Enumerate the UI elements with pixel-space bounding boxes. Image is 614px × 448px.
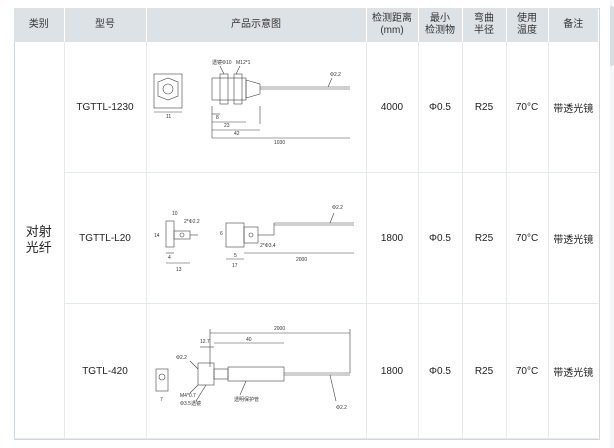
dim-d4: 13 [176, 267, 182, 273]
header-temp-l2: 温度 [517, 25, 537, 36]
model-cell: TGTTL-1230 [64, 42, 147, 173]
diagram-tgttl-1230: 11 透镜Φ10 M12*1 Φ2.2 8 23 42 1030 [153, 59, 350, 146]
bend-radius-cell: R25 [462, 303, 507, 439]
header-distance-l1: 检测距离 [372, 13, 412, 24]
bend-radius-cell: R25 [462, 172, 507, 304]
dim-hole2: 2*Φ3.4 [260, 243, 276, 249]
dim-len: 2000 [296, 257, 307, 263]
category-l2: 光纤 [25, 240, 52, 255]
bend-radius-cell: R25 [462, 42, 507, 173]
diagram-cell: 10 2*Φ2.2 14 4 13 6 5 17 2*Φ3.4 Φ2.2 200… [146, 172, 367, 304]
diagram-cell: 11 透镜Φ10 M12*1 Φ2.2 8 23 42 1030 [146, 42, 367, 173]
min-object-cell: Φ0.5 [418, 172, 463, 304]
dim-d2: 23 [224, 123, 230, 129]
dim-hole: 2*Φ2.2 [184, 219, 200, 225]
dim-d2: 14 [154, 233, 160, 239]
bracket-side [155, 368, 169, 392]
hex-side-view [153, 73, 183, 109]
sensor-head [243, 226, 259, 244]
dim-hex: 11 [166, 114, 171, 120]
header-bend-radius: 弯曲半径 [462, 8, 507, 42]
diagram-tgttl-l20: 10 2*Φ2.2 14 4 13 6 5 17 2*Φ3.4 Φ2.2 200… [154, 205, 354, 273]
table-row: TGTTL-L20 [14, 172, 598, 304]
table-row: 对射光纤 TGTTL-1230 [14, 42, 598, 439]
nut-flange-2 [233, 73, 243, 105]
header-diagram: 产品示意图 [146, 8, 367, 42]
dim-d2: 40 [246, 337, 252, 343]
dim-cable: Φ2.2 [330, 72, 341, 78]
dim-d1: 10 [172, 211, 178, 217]
sensor-body [197, 362, 215, 386]
header-remark: 备注 [548, 8, 598, 42]
dim-cable: Φ2.2 [332, 205, 343, 211]
scrollbar-thumb[interactable] [610, 6, 614, 66]
category-l1: 对射 [25, 224, 52, 239]
dim-sleeve: 透明保护管 [234, 396, 259, 403]
nut-body [211, 77, 247, 101]
dim-d3: 7 [160, 397, 163, 403]
remark-cell: 带透光镜 [548, 172, 598, 304]
remark-cell: 带透光镜 [548, 303, 598, 439]
table-row: TGTL-420 [14, 303, 598, 439]
dim-d7: 17 [232, 263, 238, 269]
sensor-tail [245, 79, 261, 99]
dim-d3: 42 [234, 131, 240, 137]
dim-d6: 5 [234, 253, 237, 259]
header-temp-l1: 使用 [517, 13, 537, 24]
temperature-cell: 70°C [506, 42, 549, 173]
bracket-arm [173, 230, 191, 240]
category-cell: 对射光纤 [14, 42, 65, 439]
dim-cable: Φ2.2 [336, 405, 347, 411]
diagram-cell: 2000 12.7 40 Φ2.2 M4*0.7 Φ3.5透镜 透明保护管 7 … [146, 303, 367, 439]
min-object-cell: Φ0.5 [418, 42, 463, 173]
min-object-cell: Φ0.5 [418, 303, 463, 439]
header-temperature: 使用温度 [506, 8, 549, 42]
header-min-object-l1: 最小 [430, 13, 450, 24]
header-row: 类别 型号 产品示意图 检测距离(mm) 最小检测物 弯曲半径 使用温度 备注 [14, 8, 598, 42]
diagram-tgtl-420: 2000 12.7 40 Φ2.2 M4*0.7 Φ3.5透镜 透明保护管 7 … [155, 326, 351, 411]
header-bend-l1: 弯曲 [474, 13, 494, 24]
sensor-block [225, 222, 245, 248]
temperature-cell: 70°C [506, 303, 549, 439]
bracket-side [165, 220, 175, 248]
dim-d1: 12.7 [200, 339, 210, 345]
dim-len: 2000 [274, 326, 285, 332]
dim-d4: 1030 [274, 140, 285, 146]
header-distance-l2: (mm) [380, 25, 404, 36]
dim-d3: 4 [168, 255, 171, 261]
hex-outline [157, 77, 179, 101]
scrollbar-track[interactable] [610, 0, 614, 448]
hex-bore [162, 83, 174, 95]
header-min-object: 最小检测物 [418, 8, 463, 42]
distance-cell: 1800 [366, 303, 419, 439]
dim-thread: M4*0.7 [180, 393, 196, 399]
dim-thread: M12*1 [236, 60, 251, 66]
header-category: 类别 [14, 8, 65, 42]
header-min-object-l2: 检测物 [425, 25, 455, 36]
header-model: 型号 [64, 8, 147, 42]
sensor-nose [213, 368, 229, 380]
model-cell: TGTTL-L20 [64, 172, 147, 304]
dim-d5: 6 [220, 231, 223, 237]
bracket-hole [179, 232, 185, 238]
distance-cell: 1800 [366, 172, 419, 304]
model-cell: TGTL-420 [64, 303, 147, 439]
bracket-hole [158, 373, 166, 381]
remark-cell: 带透光镜 [548, 42, 598, 173]
header-distance: 检测距离(mm) [366, 8, 419, 42]
sleeve [227, 366, 285, 382]
dim-lens: Φ3.5透镜 [180, 400, 201, 407]
temperature-cell: 70°C [506, 172, 549, 304]
nut-flange [219, 73, 229, 105]
dim-lens: 透镜Φ10 [212, 59, 232, 66]
dim-hole: Φ2.2 [176, 355, 187, 361]
spec-table: 类别 型号 产品示意图 检测距离(mm) 最小检测物 弯曲半径 使用温度 备注 … [14, 8, 598, 439]
sensor-hole [248, 232, 254, 238]
distance-cell: 4000 [366, 42, 419, 173]
header-bend-l2: 半径 [474, 25, 494, 36]
dim-d1: 8 [216, 115, 219, 121]
